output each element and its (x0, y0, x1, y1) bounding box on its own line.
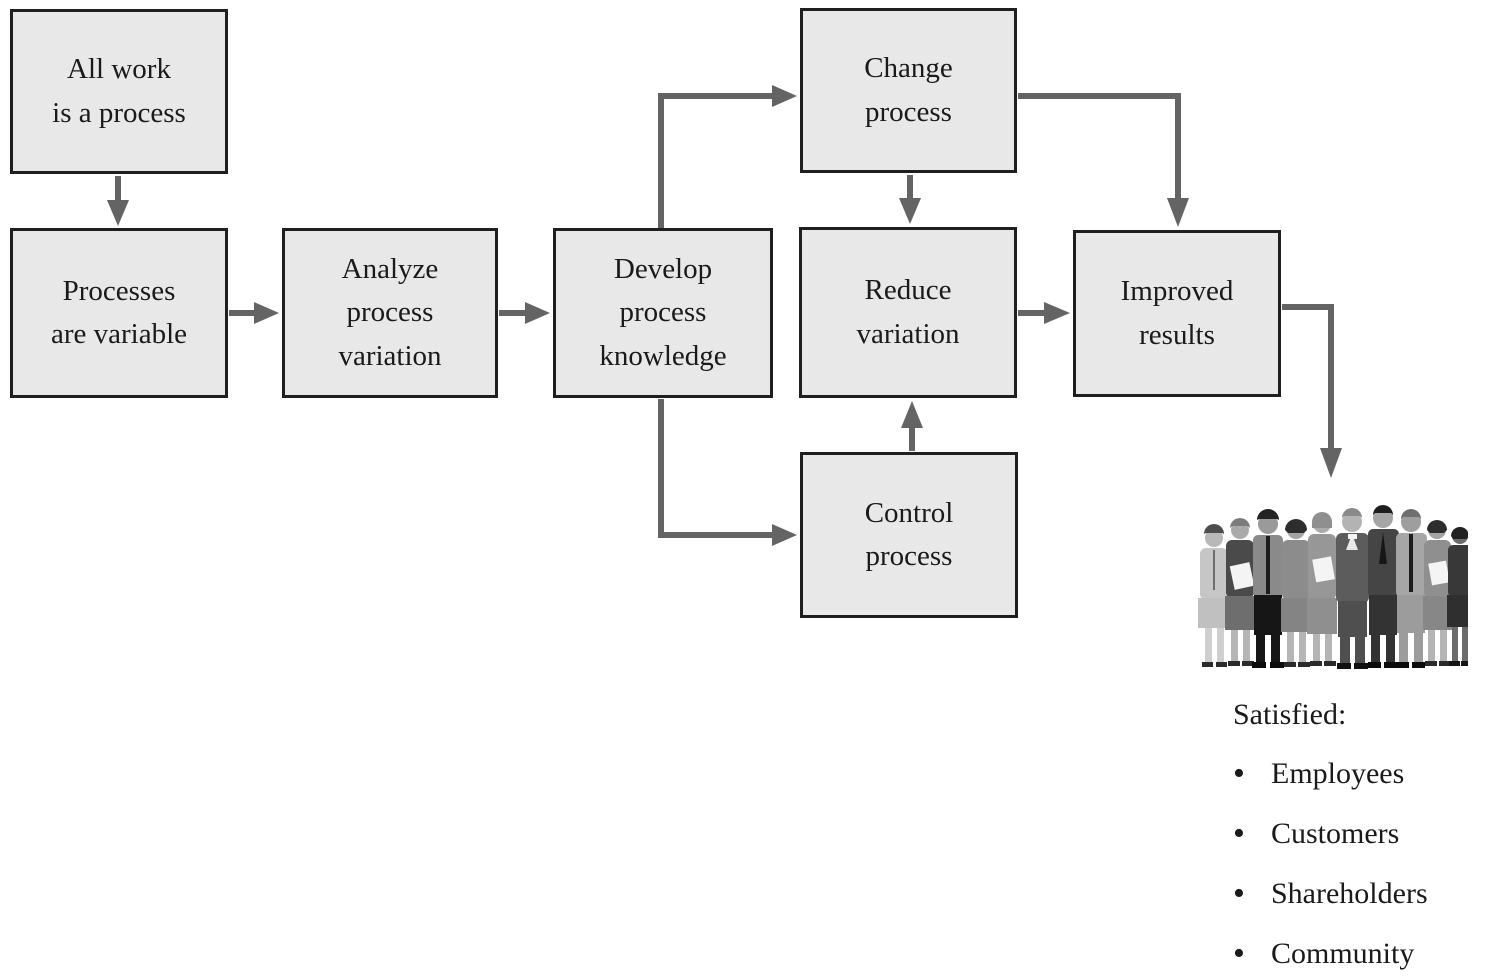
flow-box-change-process: Change process (800, 8, 1017, 173)
flow-box-reduce-variation: Reduce variation (799, 227, 1017, 398)
flow-box-all-work: All work is a process (10, 9, 228, 174)
flow-box-processes-variable: Processes are variable (10, 228, 228, 398)
satisfied-list: Employees Customers Shareholders Communi… (1233, 755, 1483, 973)
arrow-change-to-improved (1018, 93, 1189, 227)
arrow-analyze-to-develop (499, 302, 550, 324)
satisfied-block: Satisfied: Employees Customers Sharehold… (1233, 698, 1483, 973)
arrow-processes-to-analyze (229, 302, 279, 324)
arrow-change-to-reduce (899, 175, 921, 224)
flow-box-analyze-variation: Analyze process variation (282, 228, 498, 398)
arrow-control-to-reduce (901, 401, 923, 451)
satisfied-item-community: Community (1233, 935, 1483, 973)
satisfied-item-shareholders: Shareholders (1233, 875, 1483, 913)
arrow-develop-to-control (658, 399, 797, 546)
satisfied-title: Satisfied: (1233, 698, 1347, 731)
crowd-illustration (1198, 505, 1468, 669)
arrow-develop-to-change (658, 85, 797, 228)
satisfied-item-customers: Customers (1233, 815, 1483, 853)
arrow-improved-to-crowd (1282, 304, 1342, 478)
arrow-allwork-to-processes (107, 176, 129, 226)
flow-box-control-process: Control process (800, 452, 1018, 618)
flow-box-improved-results: Improved results (1073, 230, 1281, 397)
flow-box-develop-knowledge: Develop process knowledge (553, 228, 773, 398)
arrow-reduce-to-improved (1018, 302, 1070, 324)
satisfied-item-employees: Employees (1233, 755, 1483, 793)
